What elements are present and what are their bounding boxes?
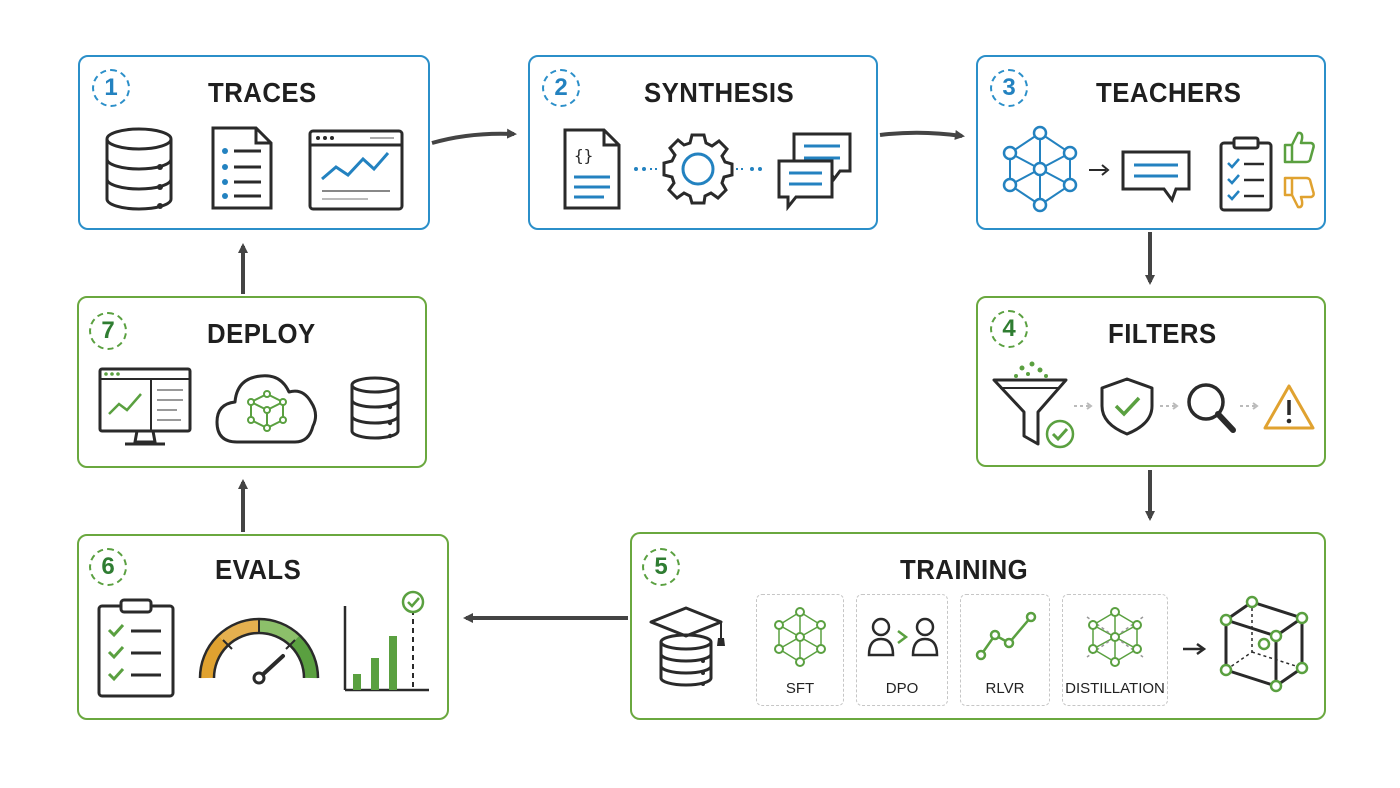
thumbs-up-icon — [1283, 131, 1315, 164]
magnifier-icon — [1187, 383, 1259, 433]
network-icon — [1002, 125, 1078, 213]
shield-check-icon — [1074, 377, 1179, 436]
stage-title: TRACES — [208, 77, 317, 108]
arrow-traces-to-synthesis — [431, 128, 517, 145]
stage-title: DEPLOY — [207, 318, 316, 349]
stage-synthesis-card: 2 SYNTHESIS {} — [528, 55, 878, 230]
distillation-network-icon — [1086, 607, 1144, 667]
checklist-icon — [1219, 136, 1273, 212]
stage-training-card: 5 TRAINING SFT — [630, 532, 1326, 720]
stage-filters-card: 4 FILTERS — [976, 296, 1326, 467]
method-label: SFT — [785, 680, 815, 697]
svg-text:{}: {} — [574, 146, 593, 165]
stage-number-badge: 1 — [92, 69, 130, 107]
trend-line-icon — [975, 611, 1037, 661]
thumbs-down-icon — [1283, 176, 1315, 209]
stage-title: TEACHERS — [1096, 77, 1242, 108]
network-icon — [774, 607, 826, 667]
method-rlvr: RLVR — [960, 594, 1050, 706]
method-dpo: DPO — [856, 594, 948, 706]
bar-chart-icon — [343, 590, 429, 692]
stage-deploy-card: 7 DEPLOY — [77, 296, 427, 468]
gear-icon — [634, 133, 762, 205]
stage-number-badge: 6 — [89, 548, 127, 586]
arrow-small-icon — [1089, 164, 1110, 176]
method-label: RLVR — [985, 680, 1025, 697]
stage-number-badge: 4 — [990, 310, 1028, 348]
document-list-icon — [211, 126, 273, 210]
stage-traces-card: 1 TRACES — [78, 55, 430, 230]
clipboard-checklist-icon — [97, 598, 175, 698]
code-document-icon: {} — [563, 128, 621, 210]
monitor-dashboard-icon — [98, 367, 192, 446]
stage-number-badge: 3 — [990, 69, 1028, 107]
stage-number-badge: 5 — [642, 548, 680, 586]
method-distillation: DISTILLATION — [1062, 594, 1168, 706]
arrow-synthesis-to-teachers — [879, 130, 965, 140]
method-label: DISTILLATION — [1065, 680, 1165, 697]
stage-evals-card: 6 EVALS — [77, 534, 449, 720]
method-sft: SFT — [756, 594, 844, 706]
stage-title: FILTERS — [1108, 318, 1217, 349]
message-icon — [1121, 150, 1191, 204]
arrow-small-icon — [1183, 642, 1207, 656]
stage-teachers-card: 3 TEACHERS — [976, 55, 1326, 230]
stage-number-badge: 7 — [89, 312, 127, 350]
graduation-database-icon — [649, 606, 725, 687]
stage-title: SYNTHESIS — [644, 77, 795, 108]
gauge-icon — [198, 617, 320, 685]
database-icon — [350, 376, 400, 440]
stage-title: TRAINING — [900, 554, 1029, 585]
warning-icon — [1263, 384, 1315, 430]
model-cube-icon — [1219, 595, 1309, 693]
method-label: DPO — [885, 680, 919, 697]
stage-number-badge: 2 — [542, 69, 580, 107]
browser-chart-icon — [308, 129, 404, 211]
database-icon — [105, 127, 173, 211]
stage-title: EVALS — [215, 554, 302, 585]
cloud-cube-icon — [215, 374, 318, 444]
chat-bubbles-icon — [777, 132, 852, 212]
people-compare-icon — [867, 617, 939, 657]
funnel-icon — [992, 361, 1075, 449]
